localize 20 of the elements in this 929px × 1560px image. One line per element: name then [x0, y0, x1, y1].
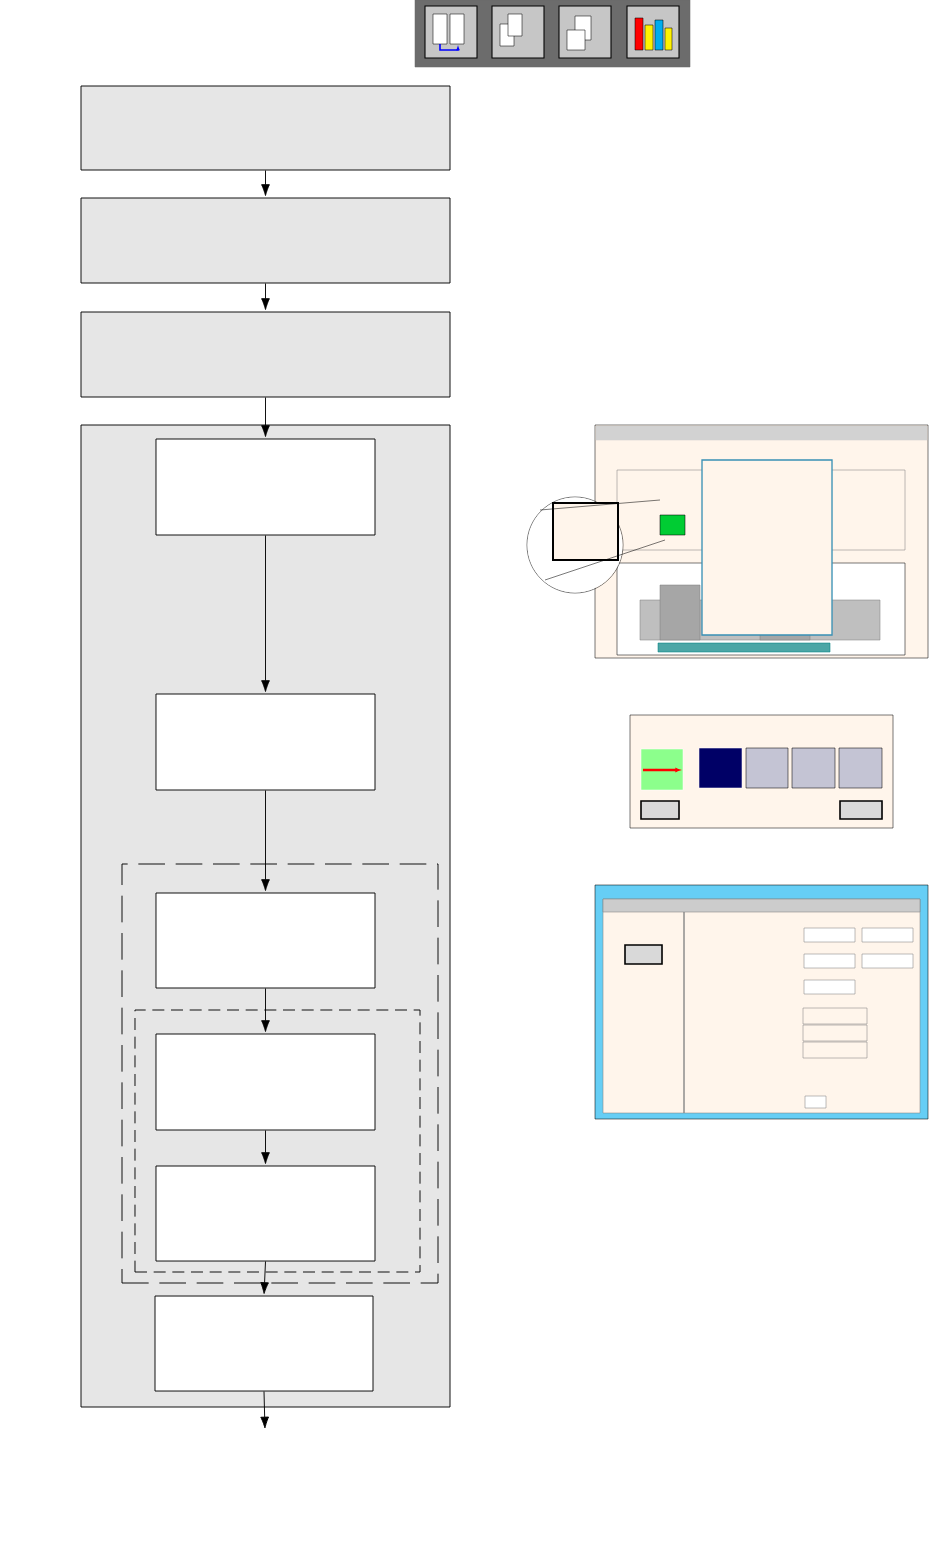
- dashed-region: [134, 1009, 421, 1273]
- process-box: [155, 892, 376, 989]
- arrow: [261, 790, 270, 891]
- process-box: [80, 85, 451, 171]
- process-box: [155, 438, 376, 536]
- arrow: [261, 283, 270, 310]
- arrow: [261, 1130, 270, 1164]
- arrow: [260, 1391, 269, 1429]
- arrow: [261, 397, 270, 437]
- arrow: [261, 988, 270, 1032]
- process-box: [155, 1033, 376, 1131]
- arrow: [261, 535, 270, 692]
- arrow: [260, 1261, 269, 1294]
- process-box: [80, 197, 451, 284]
- process-box: [80, 311, 451, 398]
- process-box: [155, 1165, 376, 1262]
- arrow: [261, 170, 270, 196]
- process-box: [155, 693, 376, 791]
- process-box: [154, 1295, 374, 1392]
- dashed-region: [121, 863, 439, 1284]
